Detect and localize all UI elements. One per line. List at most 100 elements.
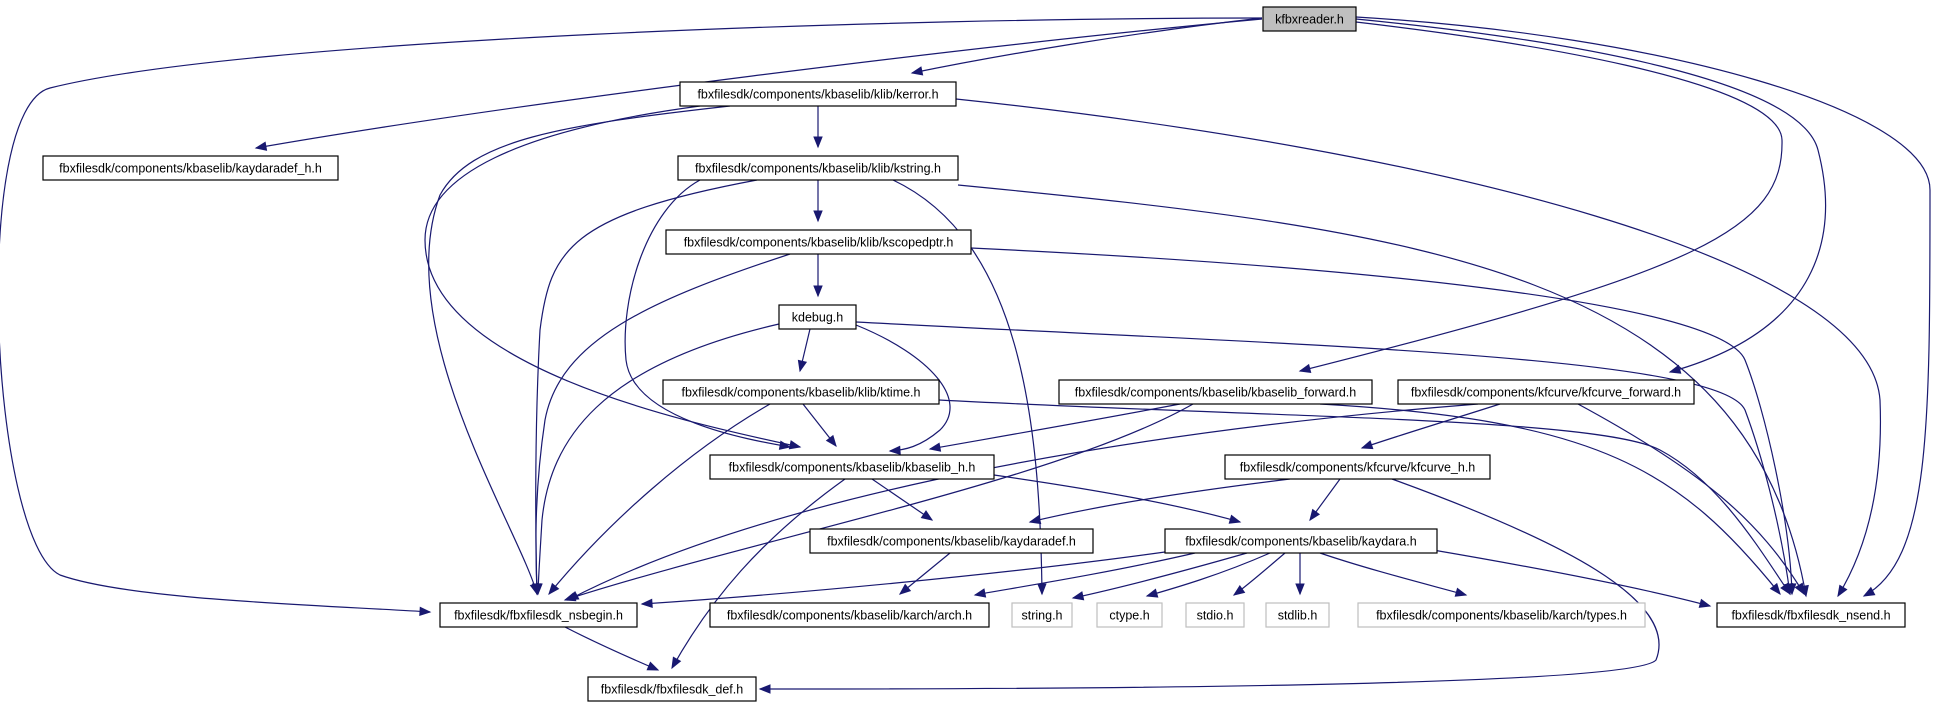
node-box (439, 602, 638, 628)
edge-kstring-to-kbaselib_h (624, 179, 792, 450)
edge-line (1299, 21, 1783, 372)
node-label: fbxfilesdk/components/kfcurve/kfcurve_h.… (1240, 461, 1476, 475)
edge-arrowhead (1028, 514, 1042, 525)
node-box (1716, 602, 1906, 628)
node-kbaselib_h[interactable]: fbxfilesdk/components/kbaselib/kbaselib_… (709, 454, 995, 480)
edge-kfbxreader-to-kerror (910, 17, 1263, 76)
edge-arrowhead (1295, 583, 1305, 596)
node-kbaselib_forward[interactable]: fbxfilesdk/components/kbaselib/kbaselib_… (1058, 379, 1373, 405)
node-kdebug[interactable]: kdebug.h (778, 304, 857, 330)
edge-kfcurve_h-to-kaydaradef (1028, 478, 1291, 525)
node-box (709, 454, 995, 480)
edge-arrowhead (1228, 514, 1242, 524)
edge-line (974, 552, 1196, 596)
edge-kscopedptr-to-kdebug (813, 254, 823, 298)
node-box (42, 155, 339, 181)
node-label: fbxfilesdk/components/kbaselib/kaydara.h (1185, 535, 1416, 549)
edge-line (624, 179, 791, 448)
edge-arrowhead (1454, 587, 1468, 597)
edge-arrowhead (533, 583, 543, 596)
edge-kfcurve_forward-to-nsend (1577, 403, 1805, 596)
node-kerror[interactable]: fbxfilesdk/components/kbaselib/klib/kerr… (679, 81, 957, 107)
edge-arrowhead (1298, 363, 1312, 374)
edge-line (1577, 403, 1805, 595)
node-kfcurve_forward[interactable]: fbxfilesdk/components/kfcurve/kfcurve_fo… (1397, 379, 1695, 405)
node-box (677, 155, 959, 181)
node-label: fbxfilesdk/components/kbaselib/klib/kstr… (695, 162, 941, 176)
edge-arrowhead (1309, 508, 1321, 522)
edge-kdebug-to-ktime (797, 328, 811, 373)
node-label: ctype.h (1109, 609, 1149, 623)
node-kfbxreader[interactable]: kfbxreader.h (1262, 6, 1357, 32)
edge-arrowhead (888, 445, 901, 456)
node-label: stdlib.h (1278, 609, 1318, 623)
edge-kaydara-to-nsend (1432, 549, 1712, 608)
edge-line (1361, 403, 1501, 449)
node-ktime[interactable]: fbxfilesdk/components/kbaselib/klib/ktim… (662, 379, 940, 405)
edge-arrowhead (973, 588, 987, 598)
edge-kscopedptr-to-nsbegin (531, 253, 791, 596)
edge-line (1029, 478, 1291, 523)
edge-kaydara-to-ctype (1145, 552, 1271, 598)
node-ctype: ctype.h (1096, 602, 1163, 628)
node-def[interactable]: fbxfilesdk/fbxfilesdk_def.h (587, 676, 757, 702)
edge-line (1355, 16, 1931, 597)
node-kaydaradef[interactable]: fbxfilesdk/components/kbaselib/kaydarade… (809, 528, 1094, 554)
edge-ktime-to-kbaselib_h (802, 403, 837, 448)
node-nsend[interactable]: fbxfilesdk/fbxfilesdk_nsend.h (1716, 602, 1906, 628)
edge-line (955, 98, 1882, 597)
edge-line (979, 472, 1241, 523)
node-label: kfbxreader.h (1275, 13, 1344, 27)
edge-arrowhead (813, 136, 823, 149)
edge-kaydara-to-string (1071, 552, 1248, 601)
node-box (679, 81, 957, 107)
node-label: kdebug.h (792, 311, 843, 325)
node-box (587, 676, 757, 702)
node-string: string.h (1011, 602, 1073, 628)
edge-arrowhead (778, 440, 792, 450)
edge-kfcurve_forward-to-kfcurve_h (1360, 403, 1501, 450)
node-kscopedptr[interactable]: fbxfilesdk/components/kbaselib/klib/ksco… (665, 229, 972, 255)
edge-line (537, 323, 780, 595)
edge-arrowhead (548, 582, 560, 596)
node-label: fbxfilesdk/components/kbaselib/karch/arc… (727, 609, 972, 623)
edge-line (671, 478, 846, 669)
node-label: fbxfilesdk/components/kbaselib/kbaselib_… (729, 461, 976, 475)
node-label: fbxfilesdk/components/kbaselib/karch/typ… (1376, 609, 1627, 623)
edge-line (899, 552, 951, 595)
node-box (1058, 379, 1373, 405)
edge-arrowhead (813, 285, 823, 298)
edge-arrowhead (920, 510, 934, 521)
node-stdlib: stdlib.h (1265, 602, 1330, 628)
node-box (1096, 602, 1163, 628)
edge-arrowhead (566, 590, 580, 601)
node-label: fbxfilesdk/components/kbaselib/kbaselib_… (1075, 386, 1356, 400)
edge-line (424, 105, 801, 448)
edge-kaydaradef-to-arch (898, 552, 951, 595)
node-kaydara[interactable]: fbxfilesdk/components/kbaselib/kaydara.h (1164, 528, 1438, 554)
edge-line (1355, 18, 1827, 373)
edge-arrowhead (1794, 582, 1805, 596)
node-label: fbxfilesdk/components/kbaselib/kaydarade… (827, 535, 1076, 549)
edge-arrowhead (1769, 582, 1781, 596)
edge-arrowhead (797, 359, 808, 373)
node-box (809, 528, 1094, 554)
node-box (665, 229, 972, 255)
node-kaydaradef_h[interactable]: fbxfilesdk/components/kbaselib/kaydarade… (42, 155, 339, 181)
node-nsbegin[interactable]: fbxfilesdk/fbxfilesdk_nsbegin.h (439, 602, 638, 628)
node-label: fbxfilesdk/fbxfilesdk_def.h (601, 683, 743, 697)
node-arch[interactable]: fbxfilesdk/components/kbaselib/karch/arc… (709, 602, 990, 628)
edge-arrowhead (1668, 364, 1682, 374)
node-kfcurve_h[interactable]: fbxfilesdk/components/kfcurve/kfcurve_h.… (1224, 454, 1491, 480)
node-label: fbxfilesdk/components/kbaselib/kaydarade… (59, 162, 322, 176)
edge-line (567, 403, 1479, 601)
node-box (1265, 602, 1330, 628)
edge-arrowhead (640, 598, 653, 609)
edge-kstring-to-kscopedptr (813, 180, 823, 223)
edge-kfcurve_h-to-def (758, 478, 1660, 694)
node-kstring[interactable]: fbxfilesdk/components/kbaselib/klib/kstr… (677, 155, 959, 181)
edge-kfcurve_forward-to-nsbegin (566, 403, 1479, 601)
edge-line (970, 247, 1793, 595)
node-box (1357, 602, 1646, 628)
